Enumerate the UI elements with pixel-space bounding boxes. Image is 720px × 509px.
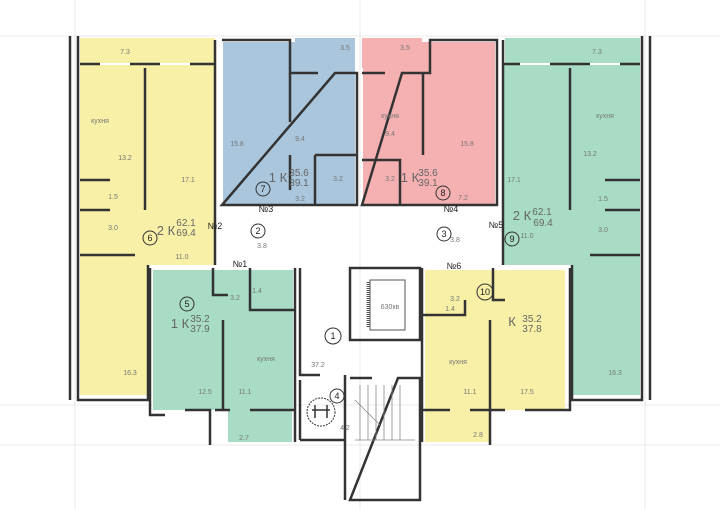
total-area: 37.8 [522,324,542,335]
apartment-type: 1 К [401,170,420,185]
room-area: 3.8 [450,237,460,244]
room-area: 9.4 [385,131,395,138]
room-number: 1 [330,331,335,341]
living-area: 62.1 [532,207,552,218]
room-area: 7.2 [458,195,468,202]
door-number: №3 [259,204,274,214]
apartment-10[interactable] [420,268,572,445]
room-area: 4.2 [340,425,350,432]
room-area: 15.8 [460,141,474,148]
room-area: 7.3 [592,49,602,56]
room-area: 2.7 [239,435,249,442]
apartment-number: 7 [260,184,265,194]
room-area: 1.4 [252,288,262,295]
apartment-6[interactable] [68,36,217,402]
room-area: 3.0 [598,227,608,234]
room-area: 16.3 [608,370,622,377]
apartment-7[interactable] [219,38,359,207]
room-area: 9.4 [295,136,305,143]
stairwell [348,376,422,502]
room-area: 3.2 [230,295,240,302]
total-area: 69.4 [176,228,196,239]
door-number: №4 [444,204,459,214]
door-number: №1 [233,259,248,269]
room-area: 17.1 [507,177,521,184]
room-label: кухня [596,113,614,120]
room-area: 3.2 [295,196,305,203]
living-area: 35.6 [418,168,438,179]
room-area: 3.8 [257,243,267,250]
room-label: кухня [381,113,399,120]
total-area: 39.1 [418,178,438,189]
room-label: кухня [449,359,467,366]
living-area: 62.1 [176,218,196,229]
apartment-8-labels: 3.5 кухня 9.4 15.8 3.2 1 К 35.6 39.1 7.2… [381,45,474,202]
room-area: 11.1 [463,389,476,396]
apartment-number: 5 [184,299,189,309]
room-number: 4 [334,391,339,401]
room-area: 3.5 [400,45,410,52]
room-area: 3.2 [385,176,395,183]
apartment-6-labels: 7.3 кухня 13.2 17.1 1.5 3.0 2 К 62.1 69.… [91,49,196,377]
total-area: 39.1 [289,178,309,189]
room-label: кухня [91,118,109,125]
apartment-10-labels: 10 3.2 1.4 К 35.2 37.8 кухня 11.1 17.5 2… [445,283,542,439]
room-area: 15.8 [230,141,244,148]
room-area: 1.4 [445,306,455,313]
room-area: 13.2 [118,155,132,162]
wheelchair-lift-icon [306,397,336,427]
room-area: 11.0 [520,233,533,240]
room-number: 2 [255,226,260,236]
living-area: 35.6 [289,168,309,179]
apartment-type: 1 К [269,170,288,185]
room-area: 3.2 [450,296,460,303]
apartment-8[interactable] [360,38,499,207]
common-labels: 1 37.2 2 3.8 3 3.8 4 4.2 №1 №2 №3 №4 №5 … [208,204,504,432]
room-label: кухня [257,356,275,363]
apartment-number: 9 [509,234,514,244]
room-area: 3.5 [340,45,350,52]
room-area: 1.5 [598,196,608,203]
room-area: 11.0 [175,254,188,261]
elevator-label: 630кв [381,304,400,311]
apartment-7-labels: 3.5 15.8 9.4 1 К 35.6 39.1 3.2 3.2 7 [230,45,350,203]
apartment-9-labels: 7.3 кухня 13.2 17.1 1.5 3.0 2 К 62.1 69.… [504,49,622,377]
room-area: 7.3 [120,49,130,56]
room-area: 13.2 [583,151,597,158]
elevator-shaft: 630кв [348,266,422,342]
apartment-type: 1 К [171,316,190,331]
total-area: 69.4 [533,218,553,229]
door-number: №6 [447,261,462,271]
apartment-number: 6 [147,233,152,243]
apartment-type: К [508,314,516,329]
room-number: 3 [441,229,446,239]
room-area: 17.5 [520,389,534,396]
room-area: 3.2 [333,176,343,183]
door-number: №5 [489,220,504,230]
room-area: 3.0 [108,225,118,232]
room-area: 1.5 [108,194,118,201]
room-area: 16.3 [123,370,137,377]
room-area: 2.8 [473,432,483,439]
room-area: 11.1 [238,389,251,396]
apartment-9[interactable] [501,36,652,402]
room-area: 17.1 [181,177,195,184]
total-area: 37.9 [190,324,210,335]
living-area: 35.2 [190,314,210,325]
apartment-5[interactable] [148,268,297,445]
core-walls [298,268,347,500]
apartment-type: 2 К [513,208,532,223]
apartment-type: 2 К [157,223,176,238]
room-area: 37.2 [311,362,325,369]
door-number: №2 [208,221,223,231]
room-area: 12.5 [198,389,212,396]
apartment-number: 8 [440,188,445,198]
living-area: 35.2 [522,314,542,325]
apartment-number: 10 [480,287,490,297]
apartment-5-labels: 5 1 К 35.2 37.9 3.2 1.4 кухня 12.5 11.1 … [171,288,275,442]
